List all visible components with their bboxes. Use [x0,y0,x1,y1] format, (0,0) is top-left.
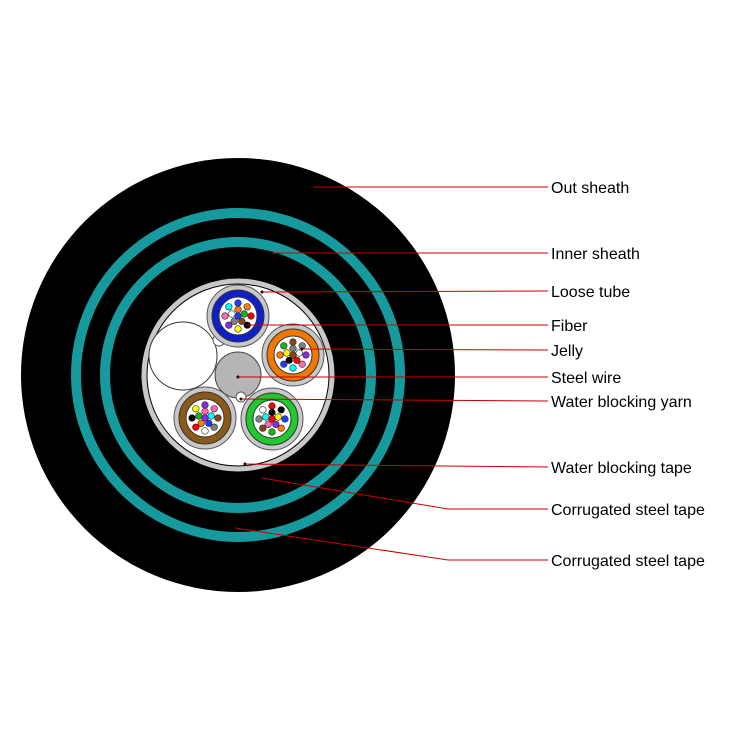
fiber [285,356,293,364]
fiber [210,423,218,431]
fiber [243,303,251,311]
label-water-blocking-tape: Water blocking tape [551,460,692,477]
fiber [259,406,267,414]
fiber [268,402,276,410]
fiber [259,424,267,432]
fiber [240,310,248,318]
fiber [197,419,205,427]
fiber [228,310,236,318]
fiber [268,408,276,417]
fiber [289,364,297,372]
leader-line [261,477,548,510]
label-water-blocking-yarn: Water blocking yarn [551,394,692,411]
fiber [192,405,200,413]
label-corrugated-steel-tape-inner: Corrugated steel tape [551,502,705,519]
label-inner-sheath: Inner sheath [551,246,640,263]
leader-line [244,463,549,468]
fiber [293,356,301,364]
fiber [289,344,297,353]
fiber [192,423,200,431]
fiber [272,420,280,428]
fiber [280,342,288,350]
fiber [201,401,209,409]
fiber [238,317,246,325]
fiber [195,412,203,420]
leader-line [240,398,549,402]
fiber [283,349,291,357]
fiber [201,407,209,416]
fiber [289,338,297,346]
fiber [276,351,284,359]
fiber [277,406,285,414]
fiber [225,321,233,329]
fiber [207,412,215,420]
fiber [274,413,282,421]
fiber [255,415,263,423]
fiber [262,413,270,421]
leader-line [261,290,549,293]
label-out-sheath: Out sheath [551,180,629,197]
label-loose-tube: Loose tube [551,284,630,301]
fiber [230,317,238,325]
fiber [201,427,209,435]
fiber [280,360,288,368]
label-jelly: Jelly [551,343,583,360]
fiber [247,312,255,320]
inner-corrugated-steel-tape [100,237,376,513]
fiber [264,420,272,428]
fiber [268,428,276,436]
fiber [277,424,285,432]
fiber [214,414,222,422]
fiber [205,419,213,427]
fiber [234,305,242,314]
label-fiber: Fiber [551,318,588,335]
fiber [298,360,306,368]
fiber [234,299,242,307]
leader-line [301,348,549,351]
label-corrugated-steel-tape-outer: Corrugated steel tape [551,553,705,570]
fiber [225,303,233,311]
leader-line [234,527,548,561]
fiber [281,415,289,423]
fiber [221,312,229,320]
outer-corrugated-steel-tape [71,208,405,542]
steel-wire [214,351,262,399]
filler-rod [148,321,218,391]
label-steel-wire: Steel wire [551,370,621,387]
cable-body [21,158,455,592]
fiber [302,351,310,359]
fiber [210,405,218,413]
fiber [295,349,303,357]
fiber [234,325,242,333]
fiber [188,414,196,422]
